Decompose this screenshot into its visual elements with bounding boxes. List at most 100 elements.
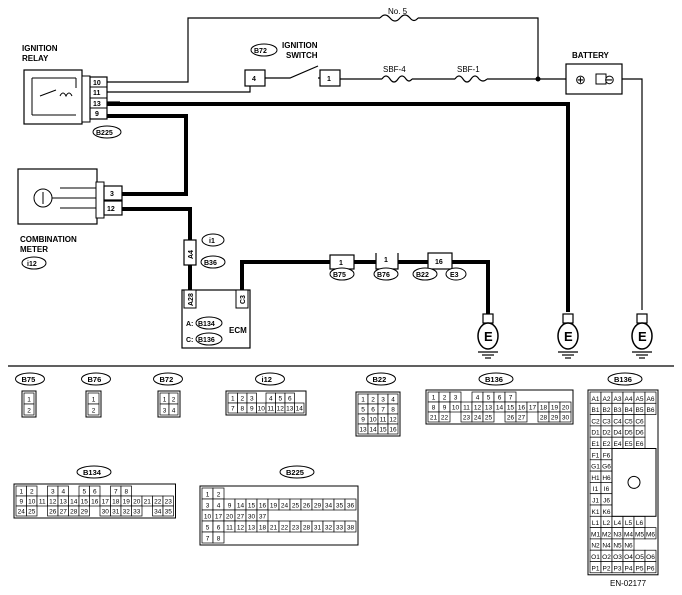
pin-number: N3 xyxy=(613,531,622,538)
pin-number: O5 xyxy=(635,554,644,561)
b22-pin: 16 xyxy=(435,259,443,266)
pin-cell xyxy=(644,561,657,574)
pin-number: 6 xyxy=(498,395,502,402)
pin-number: 10 xyxy=(452,405,460,412)
relay-pin-13: 13 xyxy=(93,101,101,108)
pin-number: 12 xyxy=(237,525,245,532)
pin-number: 7 xyxy=(206,536,210,543)
pin-number: M6 xyxy=(646,531,655,538)
pin-number: 10 xyxy=(204,514,212,521)
pinout-title: B134 xyxy=(83,468,102,477)
pin-number: P4 xyxy=(625,565,633,572)
pin-cell xyxy=(294,402,305,414)
pin-number: 1 xyxy=(206,492,210,499)
pin-number: D5 xyxy=(624,430,633,437)
pin-number: 17 xyxy=(529,405,537,412)
pin-number: 9 xyxy=(443,405,447,412)
fuse-no5: No. 5 xyxy=(379,7,419,22)
pin-number: 22 xyxy=(281,525,289,532)
pin-number: 13 xyxy=(485,405,493,412)
pin-number: 28 xyxy=(540,415,548,422)
pin-cell xyxy=(26,505,38,517)
pin-number: 6 xyxy=(93,489,97,496)
ecm-c-prefix: C: xyxy=(186,337,193,344)
pin-number: 23 xyxy=(463,415,471,422)
pin-number: O6 xyxy=(646,554,655,561)
pin-number: 29 xyxy=(314,503,322,510)
pin-number: 7 xyxy=(231,406,235,413)
pin-number: 29 xyxy=(551,415,559,422)
pin-number: 3 xyxy=(51,489,55,496)
pin-number: N4 xyxy=(602,543,611,550)
pin-number: 4 xyxy=(217,503,221,510)
pin-number: 7 xyxy=(509,395,513,402)
pin-number: 6 xyxy=(371,407,375,414)
pin-number: 23 xyxy=(292,525,300,532)
pin-number: 32 xyxy=(325,525,333,532)
pin-number: D4 xyxy=(613,430,622,437)
pin-number: H6 xyxy=(602,475,611,482)
pin-number: 10 xyxy=(258,406,266,413)
pin-number: 16 xyxy=(389,427,397,434)
pin-number: 4 xyxy=(391,397,395,404)
relay-pin-11: 11 xyxy=(93,90,101,97)
ground-label: E xyxy=(564,329,573,344)
ignition-relay: IGNITION RELAY 10 11 13 9 B225 xyxy=(22,44,122,139)
relay-pin-10: 10 xyxy=(93,80,101,87)
pin-number: 7 xyxy=(114,489,118,496)
pin-number: 18 xyxy=(540,405,548,412)
pinout-title: B225 xyxy=(286,468,304,477)
pin-number: 2 xyxy=(371,397,375,404)
pin-number: 8 xyxy=(217,536,221,543)
pin-cell xyxy=(644,527,657,540)
pin-number: 2 xyxy=(217,492,221,499)
pin-number: 1 xyxy=(92,397,96,404)
pin-number: 11 xyxy=(226,525,233,532)
pin-number: 5 xyxy=(361,407,365,414)
pin-number: C3 xyxy=(602,418,611,425)
switch-pin-left: 4 xyxy=(252,76,256,83)
meter-label-2: METER xyxy=(20,245,48,254)
pin-number: 15 xyxy=(507,405,515,412)
pin-number: 13 xyxy=(60,499,68,506)
pin-number: 8 xyxy=(391,407,395,414)
pin-number: 12 xyxy=(277,406,285,413)
b136-center-hole xyxy=(627,475,641,489)
thick-wires xyxy=(107,102,570,314)
pin-number: 28 xyxy=(303,525,311,532)
pin-number: 19 xyxy=(551,405,559,412)
pin-number: 16 xyxy=(518,405,526,412)
pin-number: L1 xyxy=(592,520,600,527)
pin-number: I6 xyxy=(604,486,610,493)
pin-number: B2 xyxy=(603,407,611,414)
harness-pin-a4: A4 xyxy=(188,250,195,259)
pin-cell xyxy=(212,531,225,544)
pin-number: 2 xyxy=(30,489,34,496)
pin-number: 8 xyxy=(240,406,244,413)
pin-cell xyxy=(344,520,357,533)
ecm-pin-c3: C3 xyxy=(240,295,247,304)
pin-number: 14 xyxy=(237,503,245,510)
pin-cell xyxy=(162,505,174,517)
pin-number: 2 xyxy=(443,395,447,402)
pin-number: C2 xyxy=(591,418,600,425)
switch-label-1: IGNITION xyxy=(282,41,318,50)
pin-number: O3 xyxy=(613,554,622,561)
pin-number: B4 xyxy=(625,407,633,414)
pin-number: M5 xyxy=(635,531,644,538)
pin-cell xyxy=(23,403,35,416)
pin-number: 18 xyxy=(259,525,267,532)
pin-number: 14 xyxy=(70,499,78,506)
pin-number: 26 xyxy=(507,415,515,422)
harness-tag-i1: i1 xyxy=(209,238,215,245)
ground-symbol-3: E xyxy=(631,313,653,359)
pin-cell xyxy=(168,403,179,416)
pin-number: O2 xyxy=(602,554,611,561)
pinout-title: B22 xyxy=(373,375,387,384)
pin-number: L6 xyxy=(636,520,644,527)
pin-number: 17 xyxy=(102,499,110,506)
pin-number: 6 xyxy=(217,525,221,532)
